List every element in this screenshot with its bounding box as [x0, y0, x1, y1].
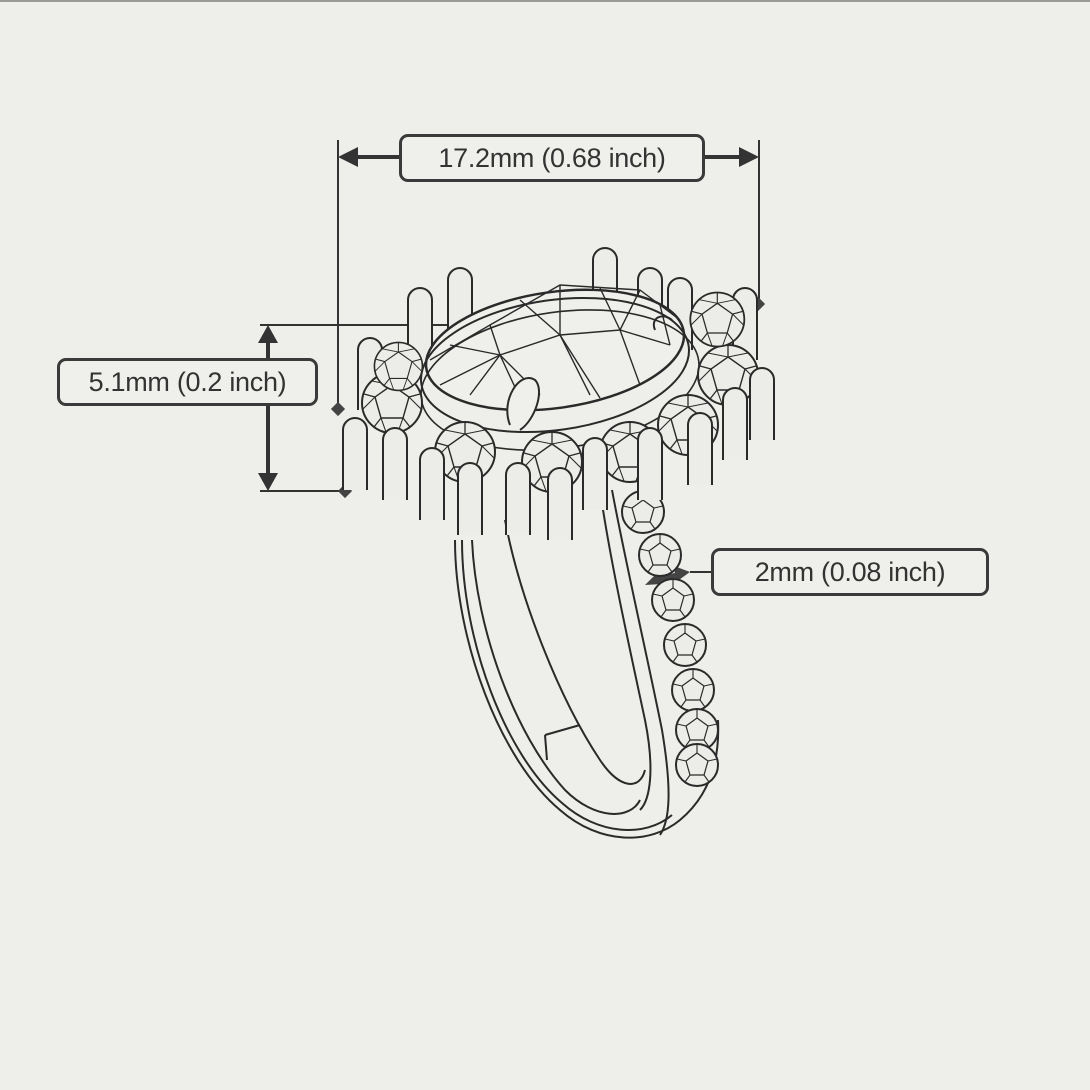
center-stone	[420, 284, 700, 451]
top-border	[0, 0, 1090, 2]
ring-shank	[454, 489, 720, 839]
height-label: 5.1mm (0.2 inch)	[57, 358, 318, 406]
width-label: 17.2mm (0.68 inch)	[399, 134, 705, 182]
band-stones	[621, 490, 719, 787]
width-dimension	[330, 140, 766, 417]
band-width-label: 2mm (0.08 inch)	[711, 548, 989, 596]
